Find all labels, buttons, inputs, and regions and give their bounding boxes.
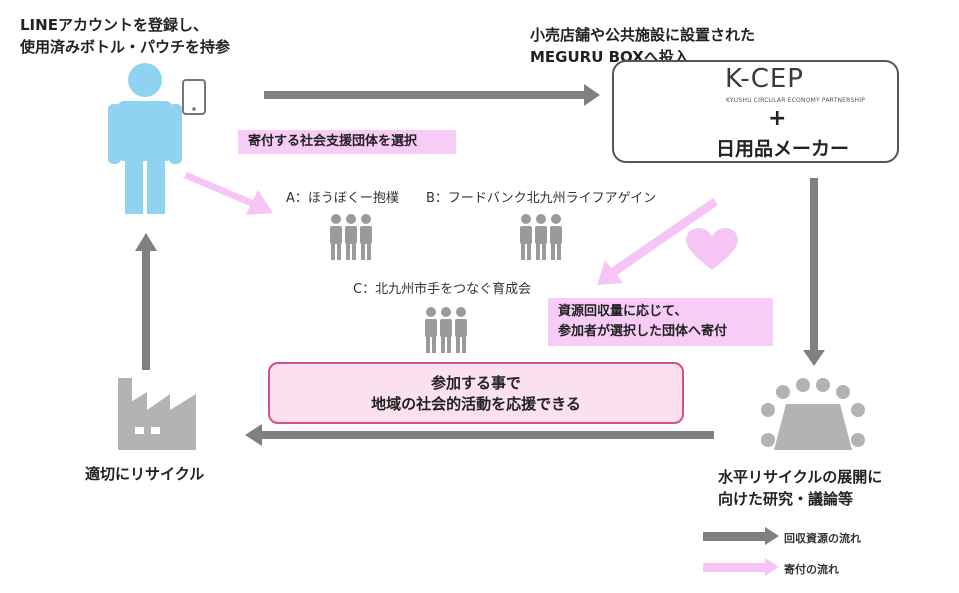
legend-donation-arrow <box>703 558 779 576</box>
plus-sign: + <box>768 106 787 131</box>
group-icon-a <box>330 214 372 260</box>
legend-resource-arrow <box>703 527 779 545</box>
kcep-logo: K-CEP <box>725 64 804 94</box>
support-message-line2: 地域の社会的活動を応援できる <box>371 395 581 413</box>
resource-arrow-to-research <box>803 178 825 366</box>
organization-a: A：ほうぼくー抱樸 <box>286 191 399 206</box>
organization-b: B：フードバンク北九州ライフアゲイン <box>426 191 657 206</box>
user-instruction: LINEアカウントを登録し、 使用済みボトル・パウチを持参 <box>20 14 230 58</box>
research-label-line2: 向けた研究・議論等 <box>718 490 854 508</box>
meeting-icon <box>761 378 865 450</box>
group-icon-c <box>425 307 467 353</box>
support-message-line1: 参加する事で <box>430 374 521 392</box>
kcep-logo-subtitle: KYUSHU CIRCULAR ECONOMY PARTNERSHIP <box>726 97 866 104</box>
donation-arrow-donate <box>597 198 718 285</box>
select-organization-label: 寄付する社会支援団体を選択 <box>238 130 456 154</box>
support-message-box: 参加する事で 地域の社会的活動を応援できる <box>268 362 684 424</box>
person-icon <box>108 63 182 214</box>
donation-explanation: 資源回収量に応じて、 参加者が選択した団体へ寄付 <box>548 298 773 346</box>
research-label: 水平リサイクルの展開に 向けた研究・議論等 <box>718 466 882 510</box>
research-label-line1: 水平リサイクルの展開に <box>718 468 883 486</box>
factory-icon <box>118 378 196 450</box>
heart-icon <box>686 228 738 270</box>
resource-arrow-to-box <box>264 84 600 106</box>
resource-arrow-to-user <box>135 233 157 370</box>
maker-label: 日用品メーカー <box>716 138 850 160</box>
donation-explanation-line1: 資源回収量に応じて、 <box>558 304 688 319</box>
user-instruction-line2: 使用済みボトル・パウチを持参 <box>20 38 231 56</box>
store-instruction-line1: 小売店舗や公共施設に設置された <box>530 26 756 44</box>
organization-c: C：北九州市手をつなぐ育成会 <box>353 282 532 297</box>
smartphone-icon <box>182 79 206 115</box>
recycle-label: 適切にリサイクル <box>85 465 205 483</box>
legend-donation-label: 寄付の流れ <box>784 563 839 576</box>
donation-explanation-line2: 参加者が選択した団体へ寄付 <box>558 324 728 339</box>
resource-arrow-to-recycle <box>245 424 714 446</box>
user-instruction-line1: LINEアカウントを登録し、 <box>20 16 208 34</box>
kcep-partner-box <box>612 60 899 163</box>
group-icon-b <box>520 214 562 260</box>
legend-resource-label: 回収資源の流れ <box>784 532 861 545</box>
donation-arrow-select <box>184 172 273 215</box>
